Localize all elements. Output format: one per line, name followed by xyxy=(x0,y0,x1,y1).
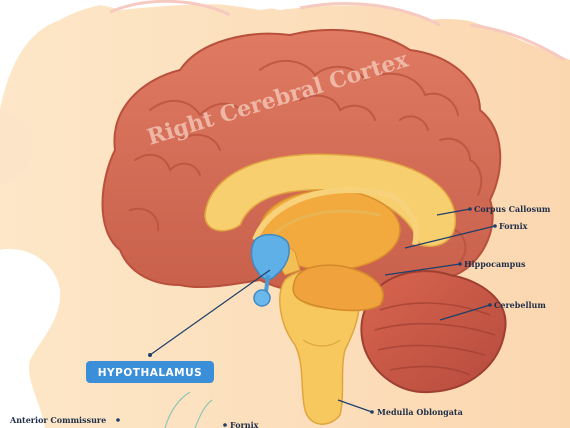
label-medulla-oblongata: Medulla Oblongata xyxy=(377,407,463,417)
label-cerebellum: Cerebellum xyxy=(494,300,546,310)
label-anterior-commissure: Anterior Commissure xyxy=(9,415,106,425)
label-fornix: Fornix xyxy=(499,221,528,231)
label-hippocampus: Hippocampus xyxy=(464,259,526,269)
label-hypothalamus: HYPOTHALAMUS xyxy=(98,367,202,379)
hypothalamus-badge: HYPOTHALAMUS xyxy=(86,361,214,383)
label-fornix-bottom: Fornix xyxy=(230,420,259,428)
label-corpus-callosum: Corpus Callosum xyxy=(474,204,551,214)
